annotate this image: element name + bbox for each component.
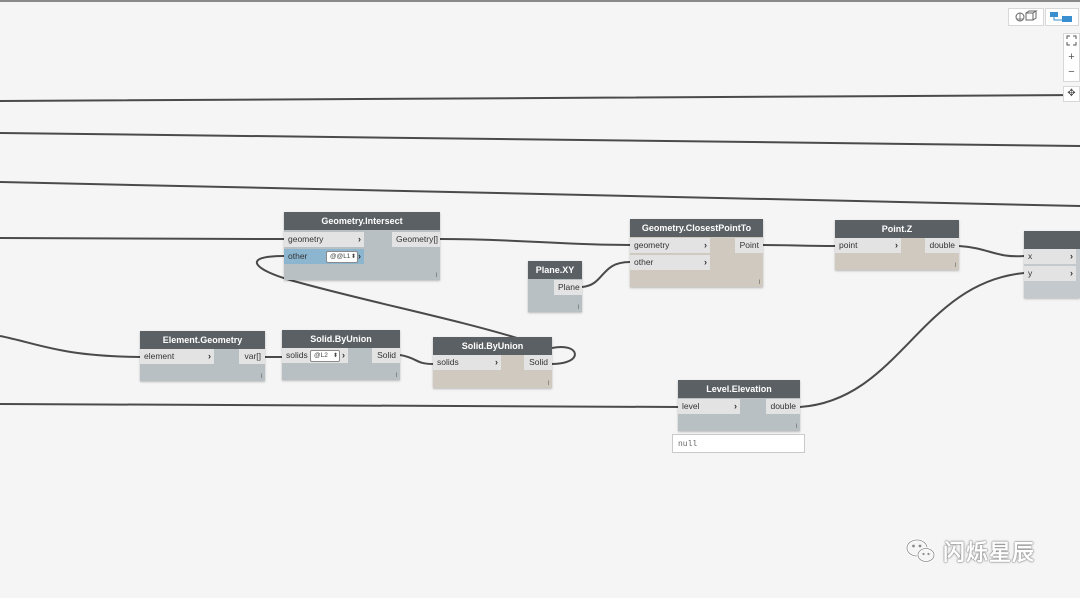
lacing-indicator: l [577, 305, 579, 311]
wire [0, 94, 1080, 102]
output-port-var[interactable]: var[] [239, 349, 265, 364]
node-title[interactable]: Point.Z [835, 220, 959, 238]
input-port-other[interactable]: other› [630, 255, 710, 270]
3d-background-icon [1015, 10, 1038, 22]
wire [799, 272, 1025, 408]
output-port-double[interactable]: double [766, 399, 800, 414]
input-port-geometry[interactable]: geometry› [630, 238, 710, 253]
node-title[interactable]: Plane.XY [528, 261, 582, 279]
output-port-plane[interactable]: Plane [554, 280, 582, 295]
wire [762, 244, 836, 247]
input-port-other[interactable]: other› @@L1⬍ [284, 249, 364, 264]
background-preview-button[interactable] [1008, 8, 1044, 26]
zoom-controls: + − [1063, 33, 1080, 82]
fit-view-button[interactable] [1064, 35, 1079, 50]
node-solid-byunion-2[interactable]: Solid.ByUnion solids› Solid l [433, 337, 552, 388]
wire [0, 181, 1080, 207]
node-element-geometry[interactable]: Element.Geometry element› var[] l [140, 331, 265, 381]
node-partial-offscreen[interactable]: x› y› [1024, 231, 1080, 298]
wire [0, 237, 285, 240]
input-port-point[interactable]: point› [835, 238, 901, 253]
output-port-double[interactable]: double [925, 238, 959, 253]
node-point-z[interactable]: Point.Z point› double l [835, 220, 959, 270]
node-title[interactable]: Solid.ByUnion [433, 337, 552, 355]
output-port-solid[interactable]: Solid [372, 348, 400, 363]
node-level-elevation[interactable]: Level.Elevation level› double l [678, 380, 800, 431]
lacing-indicator: l [758, 280, 760, 286]
wire [0, 403, 679, 408]
wire [255, 255, 521, 340]
output-port-point[interactable]: Point [735, 238, 763, 253]
output-port-geometry[interactable]: Geometry[] [392, 232, 440, 247]
node-preview-bubble: null [672, 434, 805, 453]
node-geometry-intersect[interactable]: Geometry.Intersect geometry› other› @@L1… [284, 212, 440, 280]
pan-icon: ✥ [1067, 88, 1076, 99]
input-port-y[interactable]: y› [1024, 266, 1076, 281]
input-port-solids[interactable]: solids› @L2⬍ [282, 348, 348, 363]
lacing-indicator: l [435, 273, 437, 279]
node-title[interactable]: Element.Geometry [140, 331, 265, 349]
zoom-in-button[interactable]: + [1068, 51, 1075, 63]
node-title[interactable] [1024, 231, 1080, 249]
wechat-icon [905, 538, 936, 563]
input-port-level[interactable]: level› [678, 399, 740, 414]
wire [0, 335, 141, 358]
wire [551, 345, 576, 365]
wire [958, 245, 1025, 258]
input-port-solids[interactable]: solids› [433, 355, 501, 370]
node-title[interactable]: Solid.ByUnion [282, 330, 400, 348]
wire [0, 132, 1080, 147]
node-solid-byunion-1[interactable]: Solid.ByUnion solids› @L2⬍ Solid l [282, 330, 400, 380]
graph-view-button[interactable] [1045, 8, 1079, 26]
node-title[interactable]: Level.Elevation [678, 380, 800, 398]
watermark-text: 闪烁星辰 [943, 540, 1036, 565]
graph-view-icon [1050, 12, 1072, 22]
wire [581, 261, 631, 288]
lacing-indicator: l [395, 373, 397, 379]
output-port-solid[interactable]: Solid [524, 355, 552, 370]
input-port-x[interactable]: x› [1024, 249, 1076, 264]
lacing-indicator: l [260, 374, 262, 380]
input-port-geometry[interactable]: geometry› [284, 232, 364, 247]
input-port-element[interactable]: element› [140, 349, 214, 364]
lacing-indicator: l [795, 424, 797, 430]
list-level-selector[interactable]: @@L1⬍ [326, 251, 358, 263]
node-geometry-closestpointto[interactable]: Geometry.ClosestPointTo geometry› other›… [630, 219, 763, 287]
wire [439, 238, 631, 246]
wire [399, 354, 434, 365]
watermark: 闪烁星辰 [905, 533, 1035, 569]
zoom-out-button[interactable]: − [1068, 66, 1075, 78]
pan-button[interactable]: ✥ [1063, 86, 1080, 102]
lacing-indicator: l [547, 381, 549, 387]
lacing-indicator: l [954, 263, 956, 269]
node-title[interactable]: Geometry.Intersect [284, 212, 440, 230]
list-level-selector[interactable]: @L2⬍ [310, 350, 340, 362]
fit-view-icon [1066, 35, 1077, 46]
node-title[interactable]: Geometry.ClosestPointTo [630, 219, 763, 237]
node-plane-xy[interactable]: Plane.XY Plane l [528, 261, 582, 312]
